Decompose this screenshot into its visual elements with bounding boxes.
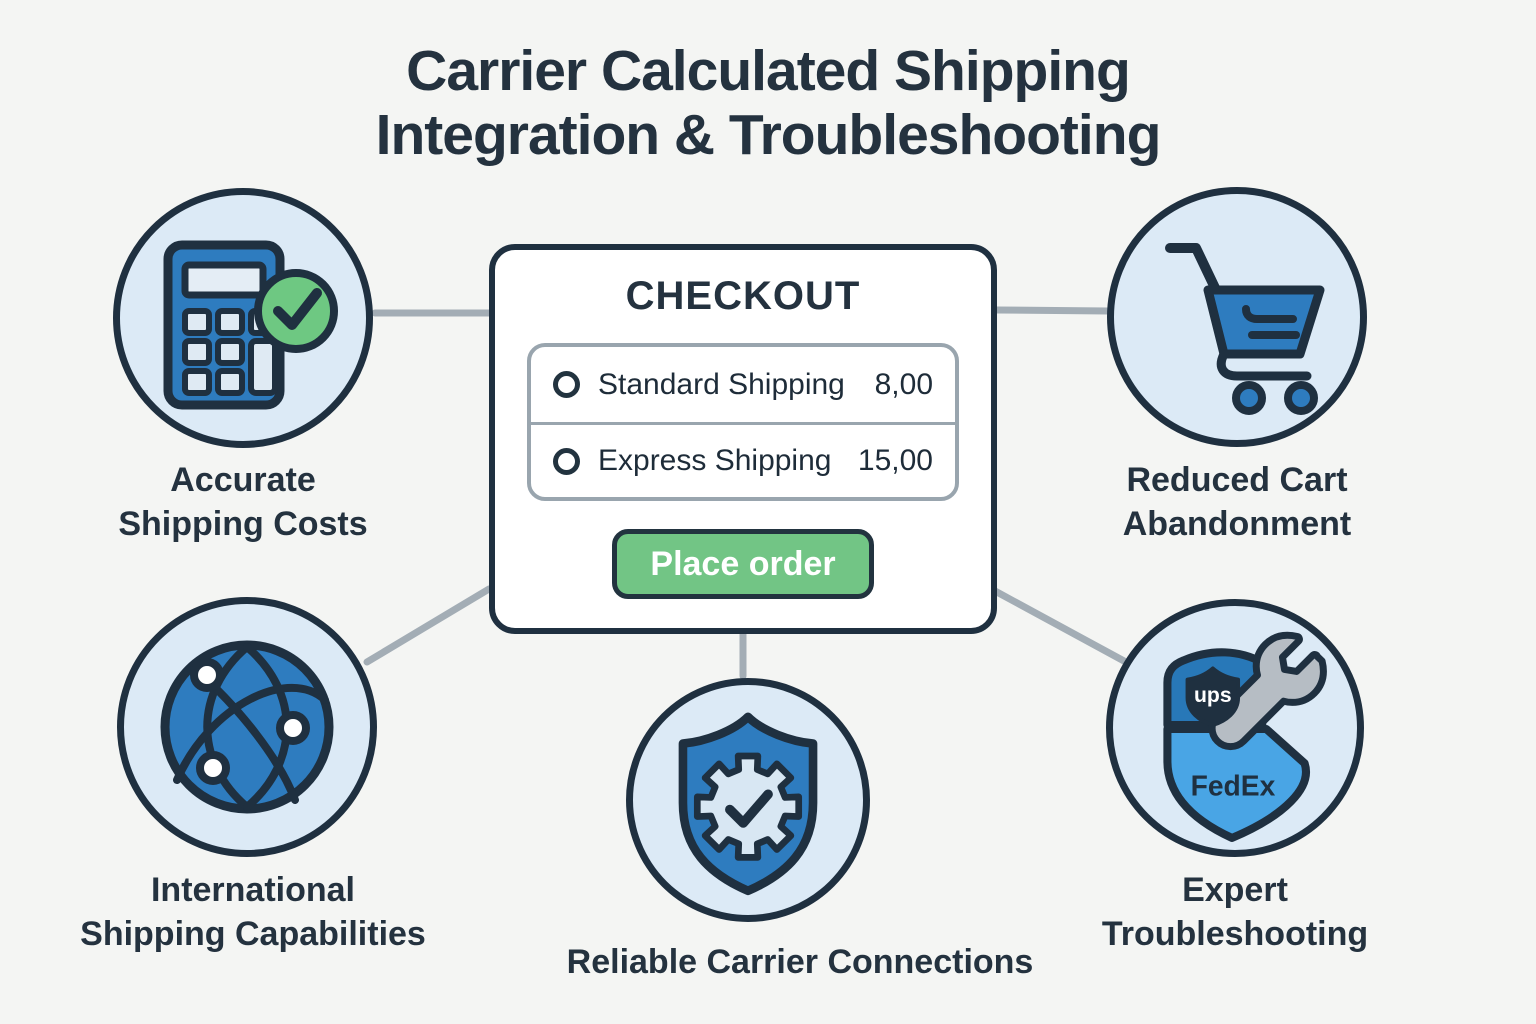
- feature-circle-accurate-costs: [113, 188, 373, 448]
- checkout-card: CHECKOUT Standard Shipping 8,00 Express …: [489, 244, 997, 634]
- shield-gear-icon: [678, 712, 818, 896]
- page-title-line1: Carrier Calculated Shipping: [406, 39, 1131, 103]
- feature-circle-international: [117, 597, 377, 857]
- radio-standard-shipping[interactable]: [553, 371, 580, 398]
- wrench-icon: [1212, 635, 1323, 746]
- feature-circle-reliable-connections: [626, 678, 870, 922]
- globe-network-icon: [160, 640, 334, 814]
- ups-badge: ups: [1185, 666, 1241, 727]
- express-shipping-price: 15,00: [857, 444, 933, 477]
- feature-circle-reduced-abandonment: [1107, 187, 1367, 447]
- shipping-option-standard[interactable]: Standard Shipping 8,00: [531, 347, 955, 422]
- connector-line: [991, 587, 1128, 665]
- place-order-button[interactable]: Place order: [612, 529, 874, 599]
- feature-label-reduced-abandonment: Reduced Cart Abandonment: [1122, 461, 1352, 544]
- page-title-line2: Integration & Troubleshooting: [375, 102, 1162, 167]
- shopping-cart-icon: [1165, 243, 1325, 415]
- fedex-label: FedEx: [1191, 770, 1276, 802]
- ups-label: ups: [1194, 684, 1232, 707]
- feature-circle-expert-troubleshooting: ups FedEx: [1106, 599, 1364, 857]
- check-badge-icon: [254, 269, 338, 353]
- shipping-option-express[interactable]: Express Shipping 15,00: [531, 422, 955, 497]
- standard-shipping-label: Standard Shipping: [598, 367, 845, 401]
- connector-line: [993, 306, 1112, 315]
- connector-line: [363, 585, 493, 666]
- standard-shipping-price: 8,00: [874, 367, 933, 401]
- feature-label-expert-troubleshooting: Expert Troubleshooting: [1101, 871, 1369, 954]
- shipping-options-panel: Standard Shipping 8,00 Express Shipping …: [527, 343, 959, 501]
- feature-label-reliable-connections: Reliable Carrier Connections: [566, 943, 1034, 981]
- checkout-heading: CHECKOUT: [625, 274, 861, 318]
- carrier-logos-wrench-icon: ups FedEx: [1163, 612, 1351, 842]
- express-shipping-label: Express Shipping: [598, 444, 832, 477]
- radio-express-shipping[interactable]: [553, 447, 580, 475]
- feature-label-international: International Shipping Capabilities: [80, 871, 426, 954]
- calculator-check-icon: [163, 240, 338, 410]
- feature-label-accurate-costs: Accurate Shipping Costs: [118, 461, 368, 544]
